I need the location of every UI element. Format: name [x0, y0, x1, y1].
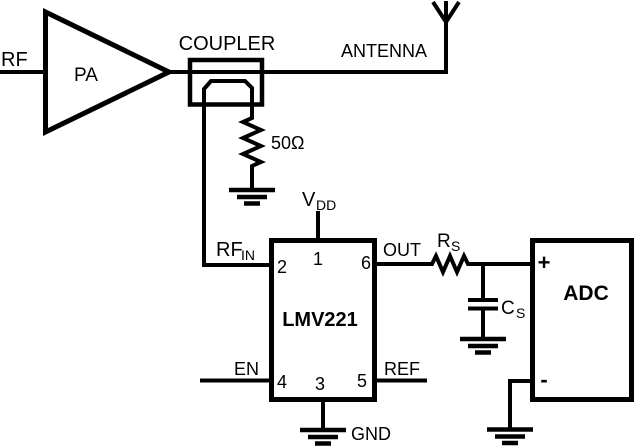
antenna-icon [431, 0, 461, 24]
ref-label: REF [384, 359, 420, 379]
out-label: OUT [383, 240, 421, 260]
pin-5-number: 5 [357, 371, 367, 391]
pin-4-number: 4 [277, 372, 287, 392]
termination-resistor-label: 50Ω [271, 133, 304, 153]
adc-minus-label: - [540, 367, 547, 392]
pa-amplifier-icon [43, 8, 175, 136]
main-rf-wire [166, 20, 448, 74]
coupler-coupled-line [202, 79, 271, 267]
gnd-label: GND [351, 424, 391, 444]
pin-1-number: 1 [313, 249, 323, 269]
detector-ic-name: LMV221 [282, 309, 358, 331]
cs-ground-icon [460, 336, 506, 355]
adc-plus-label: + [538, 250, 551, 275]
rfin-label-subscript: IN [241, 247, 255, 263]
vdd-label: V [302, 189, 316, 211]
cs-capacitor-icon [468, 298, 498, 311]
pin-3-number: 3 [315, 374, 325, 394]
vdd-label-subscript: DD [316, 197, 336, 213]
pin-2-number: 2 [277, 257, 287, 277]
coupler-box [187, 57, 265, 107]
pa-label: PA [74, 65, 98, 86]
rs-label: R [437, 231, 451, 252]
adc-minus-wire [508, 379, 532, 428]
adc-box [530, 238, 634, 402]
coupler-label: COUPLER [179, 33, 276, 55]
en-label: EN [234, 359, 259, 379]
detector-ic-box [269, 238, 377, 402]
adc-name: ADC [563, 282, 609, 305]
coupler-ground-icon [229, 187, 275, 206]
rs-label-subscript: S [451, 238, 460, 254]
rs-resistor-icon [428, 251, 470, 277]
ic-ground-icon [300, 427, 346, 446]
adc-ground-icon [487, 427, 533, 446]
antenna-label: ANTENNA [341, 41, 427, 61]
cs-label-subscript: S [516, 305, 525, 321]
pin-6-number: 6 [361, 253, 371, 273]
rf-input-label: RF [1, 49, 28, 71]
cs-label: C [501, 298, 515, 319]
termination-resistor-icon [238, 114, 266, 188]
rfin-label: RF [216, 239, 243, 261]
